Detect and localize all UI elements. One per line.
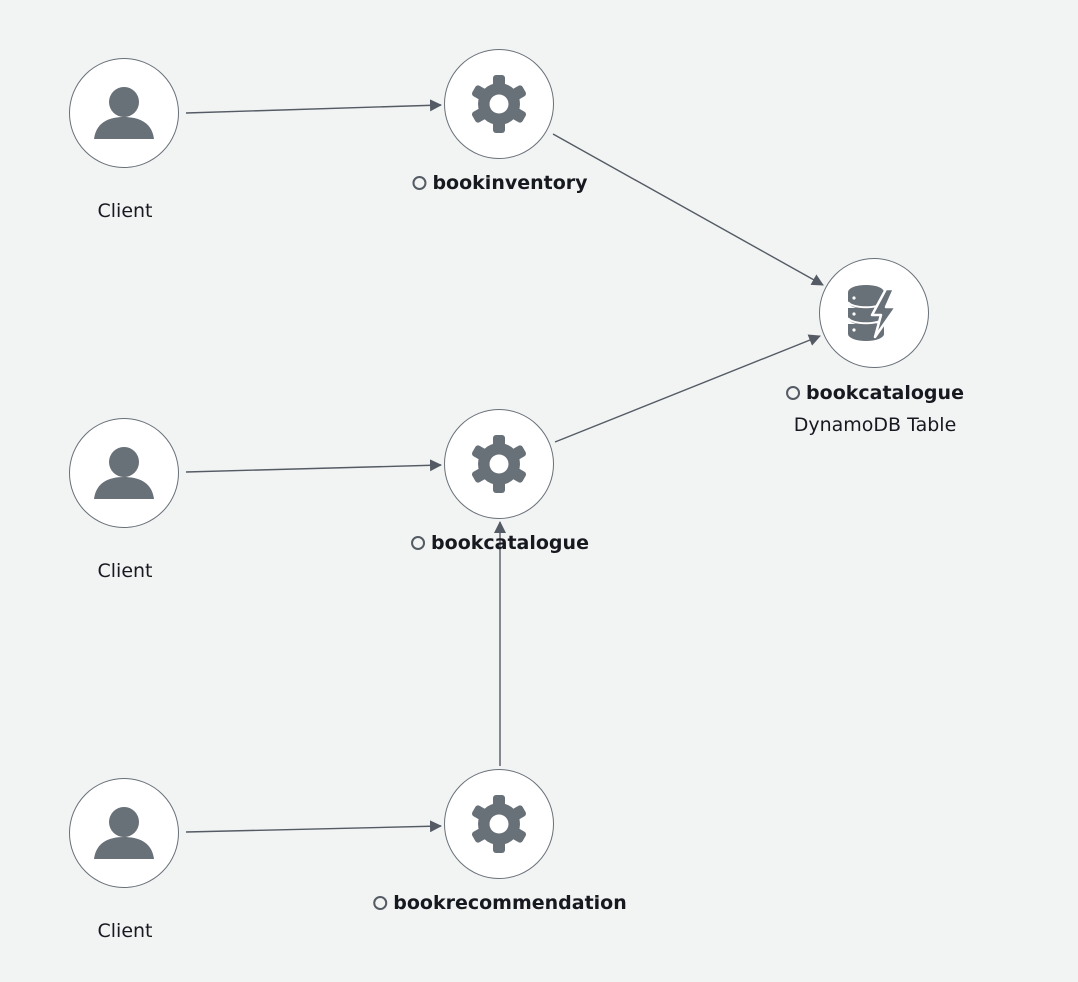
client-node[interactable]: [69, 418, 179, 528]
client-node[interactable]: [69, 58, 179, 168]
edge-bookcatalogue-to-dynamodb[interactable]: [554, 334, 821, 443]
client-label: Client: [97, 920, 153, 942]
service-node-bookcatalogue[interactable]: [444, 409, 554, 519]
service-node-bookrecommendation[interactable]: [444, 769, 554, 879]
status-indicator-icon: [373, 896, 388, 910]
status-indicator-icon: [412, 176, 427, 190]
gear-icon: [469, 74, 529, 134]
user-icon: [93, 445, 155, 501]
status-indicator-icon: [411, 536, 426, 550]
dynamodb-table-node[interactable]: [819, 258, 929, 368]
dynamodb-label: bookcatalogue DynamoDB Table: [786, 382, 964, 436]
user-icon: [93, 805, 155, 861]
service-label: bookcatalogue: [411, 532, 589, 555]
edge-bookinventory-to-dynamodb[interactable]: [552, 133, 824, 286]
edge-client3-to-bookrecommendation[interactable]: [185, 820, 442, 833]
client-label: Client: [97, 200, 153, 222]
status-indicator-icon: [786, 386, 801, 400]
edge-client2-to-bookcatalogue[interactable]: [185, 459, 442, 473]
node-type-label: DynamoDB Table: [793, 414, 957, 436]
edge-client1-to-bookinventory[interactable]: [185, 99, 442, 114]
gear-icon: [469, 794, 529, 854]
dynamodb-icon: [846, 283, 902, 343]
service-label: bookinventory: [412, 172, 588, 195]
gear-icon: [469, 434, 529, 494]
user-icon: [93, 85, 155, 141]
client-label: Client: [97, 560, 153, 582]
service-label: bookrecommendation: [373, 892, 627, 915]
service-node-bookinventory[interactable]: [444, 49, 554, 159]
client-node[interactable]: [69, 778, 179, 888]
